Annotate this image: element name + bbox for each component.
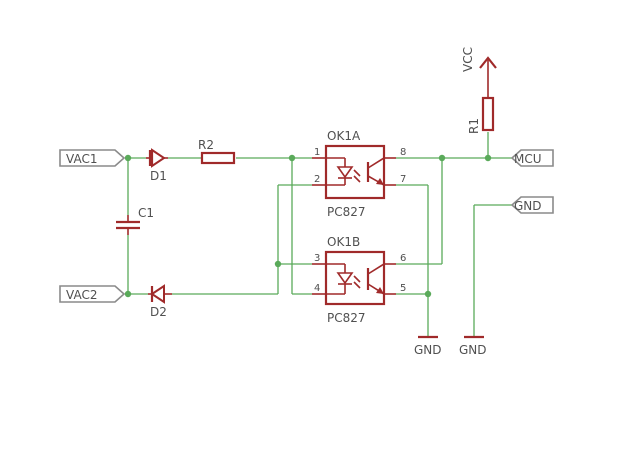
diode-d2[interactable]: D2	[148, 284, 172, 319]
pin-5: 5	[400, 283, 406, 294]
port-gnd[interactable]: GND	[510, 196, 554, 214]
junction-pin1	[288, 154, 296, 162]
optocoupler-ok1b[interactable]: OK1B PC827 3 4 6 5	[312, 235, 406, 325]
pin-7: 7	[400, 174, 406, 185]
d1-label: D1	[150, 169, 167, 183]
ok1a-part-label: PC827	[327, 205, 366, 219]
gnd-label-2: GND	[459, 343, 487, 357]
optocoupler-ok1a[interactable]: OK1A PC827 1 2 8 7	[312, 129, 406, 219]
ok1b-label: OK1B	[327, 235, 360, 249]
pin-1: 1	[314, 147, 320, 158]
port-vac1[interactable]: VAC1	[59, 149, 126, 167]
port-vac1-label: VAC1	[66, 152, 97, 166]
ok1a-label: OK1A	[327, 129, 361, 143]
port-vac2-label: VAC2	[66, 288, 97, 302]
pin-8: 8	[400, 147, 406, 158]
r2-label: R2	[198, 138, 214, 152]
port-gnd-label: GND	[514, 199, 542, 213]
resistor-r1[interactable]: R1	[467, 60, 495, 134]
pin-4: 4	[314, 283, 320, 294]
junction-vac1	[124, 154, 132, 162]
junction-pin3	[274, 260, 282, 268]
gnd-symbol-1: GND	[414, 335, 442, 357]
ok1b-part-label: PC827	[327, 311, 366, 325]
port-mcu[interactable]: MCU	[510, 149, 554, 167]
junction-pin8	[438, 154, 446, 162]
capacitor-c1[interactable]: C1	[116, 206, 154, 235]
resistor-r2[interactable]: R2	[198, 138, 236, 165]
port-vac2[interactable]: VAC2	[59, 285, 126, 303]
c1-label: C1	[138, 206, 154, 220]
wires	[127, 132, 512, 336]
port-mcu-label: MCU	[514, 152, 542, 166]
junctions	[124, 154, 492, 298]
pin-2: 2	[314, 174, 320, 185]
junction-vac2	[124, 290, 132, 298]
vcc-supply: VCC	[461, 47, 497, 72]
vcc-label: VCC	[461, 47, 475, 72]
gnd-symbol-2: GND	[459, 335, 487, 357]
diode-d1[interactable]: D1	[146, 148, 168, 183]
junction-pin5	[424, 290, 432, 298]
gnd-label-1: GND	[414, 343, 442, 357]
pin-6: 6	[400, 253, 406, 264]
d2-label: D2	[150, 305, 167, 319]
junction-mcu	[484, 154, 492, 162]
pin-3: 3	[314, 253, 320, 264]
r1-label: R1	[467, 118, 481, 134]
